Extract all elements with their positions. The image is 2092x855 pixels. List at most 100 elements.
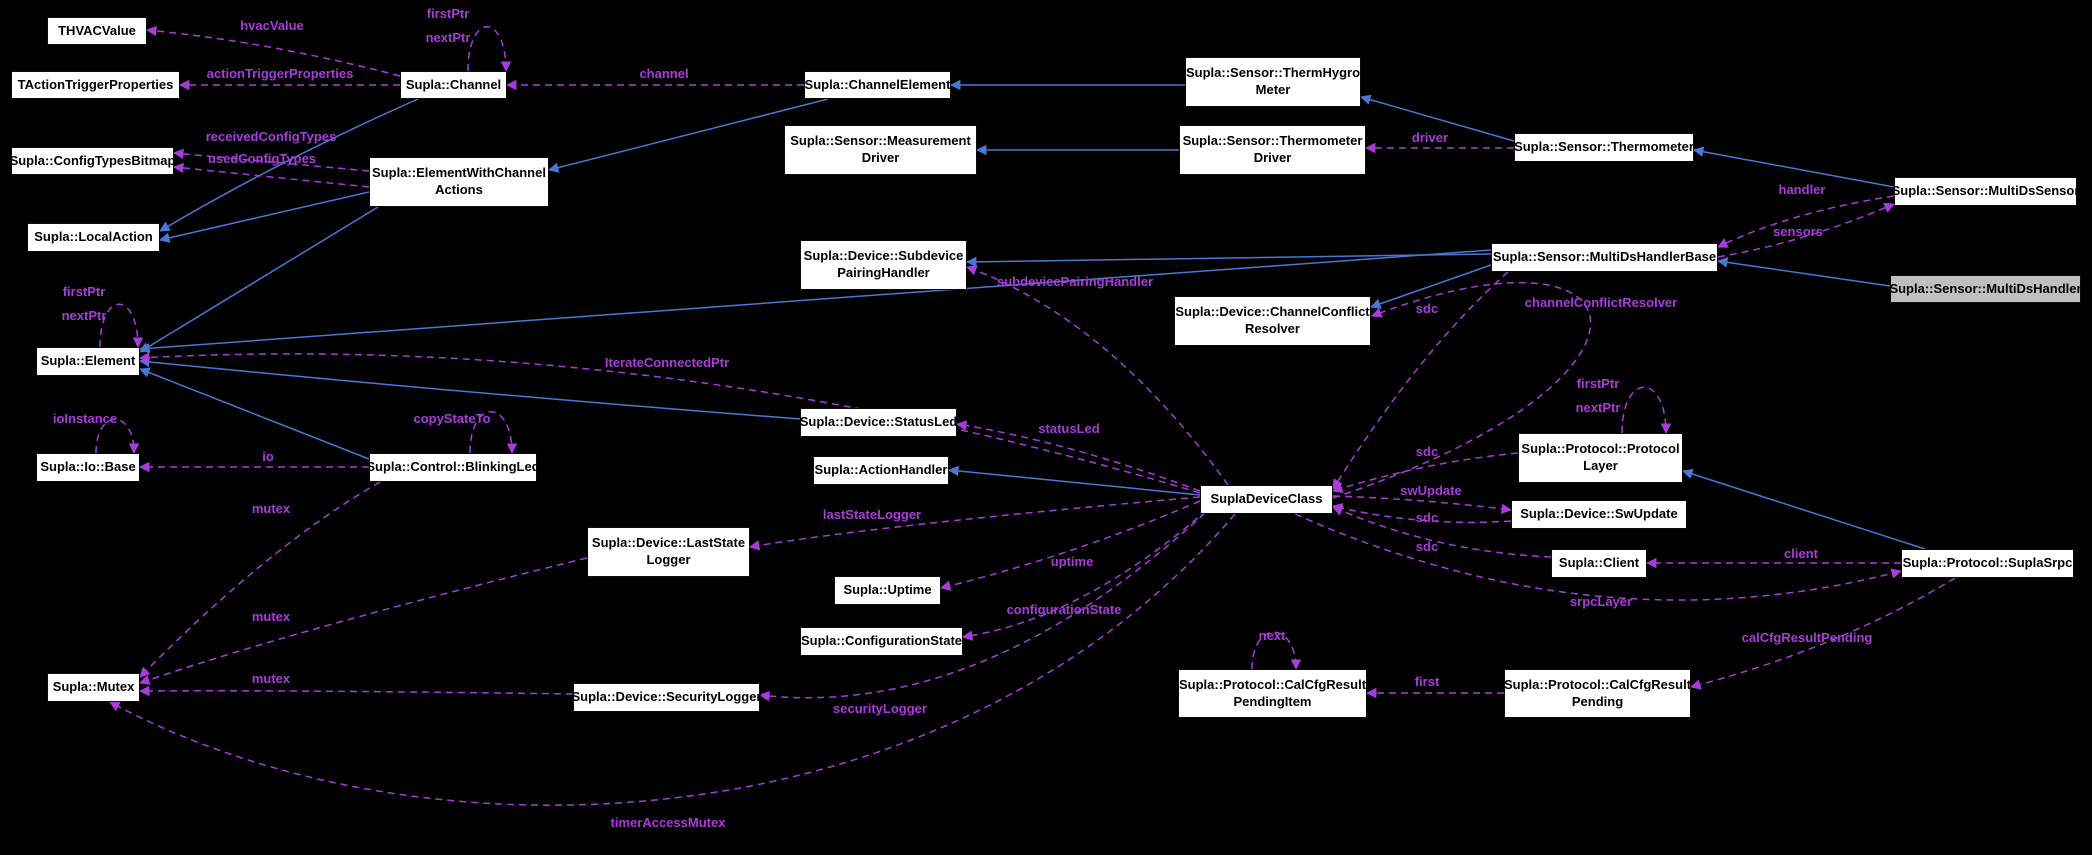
- edge-label-firstPtr: firstPtr: [1577, 376, 1620, 391]
- edge-sdcclass-securitylogger: [758, 512, 1206, 702]
- node-label: Supla::ChannelElement: [804, 76, 951, 92]
- node-sdcclass[interactable]: SuplaDeviceClass: [1200, 485, 1333, 514]
- edge-label-handler: handler: [1779, 182, 1826, 197]
- node-label: Supla::Sensor::MultiDsHandler: [1889, 280, 2082, 296]
- node-mutex[interactable]: Supla::Mutex: [47, 673, 140, 702]
- node-label: Supla::Protocol::CalCfgResult: [1503, 676, 1692, 692]
- node-element[interactable]: Supla::Element: [36, 347, 140, 376]
- node-label: Supla::Protocol::SuplaSrpc: [1902, 555, 2073, 571]
- edge-label-hvacValue: hvacValue: [240, 18, 304, 33]
- edge-calcfgitem-calcfgitem: [1251, 631, 1302, 671]
- node-actionhandler[interactable]: Supla::ActionHandler: [813, 456, 949, 485]
- node-label: Supla::ConfigTypesBitmap: [9, 152, 176, 168]
- node-label: THVACValue: [58, 22, 136, 38]
- edge-element-element: [99, 303, 144, 349]
- node-label: PendingItem: [1233, 693, 1312, 709]
- edge-label-configurationState: configurationState: [1007, 602, 1122, 617]
- node-label: PairingHandler: [837, 265, 930, 280]
- edge-label-securityLogger: securityLogger: [833, 701, 927, 716]
- node-multidshandlerbase[interactable]: Supla::Sensor::MultiDsHandlerBase: [1491, 243, 1718, 272]
- edge-label-usedConfigTypes: usedConfigTypes: [208, 151, 316, 166]
- edge-channel-channel: [467, 26, 512, 73]
- edge-sdcclass-actionhandler: [947, 465, 1201, 496]
- node-channelelement[interactable]: Supla::ChannelElement: [804, 71, 951, 99]
- edge-elemwithchannel-localaction: [158, 191, 370, 244]
- edge-iobase-iobase: [95, 418, 140, 455]
- node-label: Resolver: [1245, 321, 1300, 336]
- edge-label-sdc: sdc: [1416, 510, 1438, 525]
- edge-multidshandler-multidshandlerbase: [1716, 257, 1891, 287]
- node-label: Supla::Channel: [405, 76, 502, 92]
- edge-multidshandlerbase-sdcclass: [1332, 271, 1509, 490]
- edge-suplasrpc-calcfgpending: [1689, 577, 1956, 690]
- node-label: TActionTriggerProperties: [17, 76, 174, 92]
- node-label: Actions: [435, 182, 483, 197]
- node-blinkingled[interactable]: Supla::Control::BlinkingLed: [366, 453, 540, 482]
- node-multidssensor[interactable]: Supla::Sensor::MultiDsSensor: [1891, 177, 2080, 206]
- edge-label-nextPtr: nextPtr: [62, 308, 107, 323]
- edge-label-statusLed: statusLed: [1038, 421, 1099, 436]
- node-label: Supla::Device::Subdevice: [803, 248, 964, 264]
- edge-label-sdc: sdc: [1416, 301, 1438, 316]
- edge-sdcclass-configstate: [961, 509, 1208, 641]
- node-suplasrpc[interactable]: Supla::Protocol::SuplaSrpc: [1901, 549, 2074, 578]
- edge-label-sdc: sdc: [1416, 444, 1438, 459]
- node-label: Supla::Sensor::Thermometer: [1182, 133, 1363, 149]
- edge-blinkingled-blinkingled: [469, 411, 518, 455]
- edge-multidshandlerbase-multidssensor: [1717, 202, 1895, 258]
- node-securitylogger[interactable]: Supla::Device::SecurityLogger: [572, 683, 762, 712]
- node-configtypes[interactable]: Supla::ConfigTypesBitmap: [9, 147, 176, 175]
- edge-label-srpcLayer: srpcLayer: [1570, 594, 1632, 609]
- node-label: Pending: [1571, 693, 1624, 709]
- edge-sdcclass-swupdate: [1332, 495, 1513, 515]
- node-label: Supla::ActionHandler: [814, 462, 948, 478]
- edge-sdcclass-mutex: [109, 513, 1236, 806]
- edge-securitylogger-mutex: [138, 685, 574, 697]
- node-client[interactable]: Supla::Client: [1551, 549, 1647, 578]
- edge-label-channel: channel: [639, 66, 688, 81]
- node-label: Supla::ConfigurationState: [800, 633, 963, 649]
- edge-label-io: io: [262, 449, 274, 464]
- edge-sdcclass-laststatelogger: [748, 496, 1201, 551]
- node-swupdate[interactable]: Supla::Device::SwUpdate: [1511, 500, 1687, 529]
- node-label: Supla::Io::Base: [40, 459, 136, 475]
- edge-blinkingled-element: [139, 367, 370, 460]
- node-taction[interactable]: TActionTriggerProperties: [11, 71, 180, 99]
- node-label: Supla::Device::ChannelConflict: [1175, 304, 1370, 320]
- edge-label-firstPtr: firstPtr: [63, 284, 106, 299]
- edge-statusled-element: [138, 356, 801, 420]
- node-channel[interactable]: Supla::Channel: [400, 71, 507, 99]
- edge-label-nextPtr: nextPtr: [426, 30, 471, 45]
- node-label: Supla::Device::StatusLed: [799, 414, 958, 430]
- node-label: Supla::Sensor::MultiDsSensor: [1891, 183, 2080, 199]
- edge-multidssensor-thermometer: [1692, 146, 1895, 188]
- node-statusled[interactable]: Supla::Device::StatusLed: [800, 408, 957, 437]
- node-localaction[interactable]: Supla::LocalAction: [27, 223, 160, 252]
- edge-label-IterateConnectedPtr: IterateConnectedPtr: [605, 355, 729, 370]
- node-thermometer[interactable]: Supla::Sensor::Thermometer: [1514, 133, 1694, 162]
- edge-label-mutex: mutex: [252, 609, 291, 624]
- node-iobase[interactable]: Supla::Io::Base: [36, 453, 140, 482]
- node-configstate[interactable]: Supla::ConfigurationState: [800, 627, 963, 656]
- edge-label-next: next: [1259, 628, 1286, 643]
- node-uptime[interactable]: Supla::Uptime: [834, 576, 941, 605]
- edge-sdcclass-channelconflict: [1332, 281, 1592, 499]
- node-label: Driver: [861, 150, 900, 165]
- edge-sdcclass-statusled: [955, 420, 1201, 492]
- node-multidshandler[interactable]: Supla::Sensor::MultiDsHandler: [1889, 275, 2082, 303]
- edge-elemwithchannel-configtypes: [172, 162, 370, 188]
- edge-label-mutex: mutex: [252, 671, 291, 686]
- node-thvacvalue[interactable]: THVACValue: [47, 17, 147, 45]
- edge-label-swUpdate: swUpdate: [1400, 483, 1461, 498]
